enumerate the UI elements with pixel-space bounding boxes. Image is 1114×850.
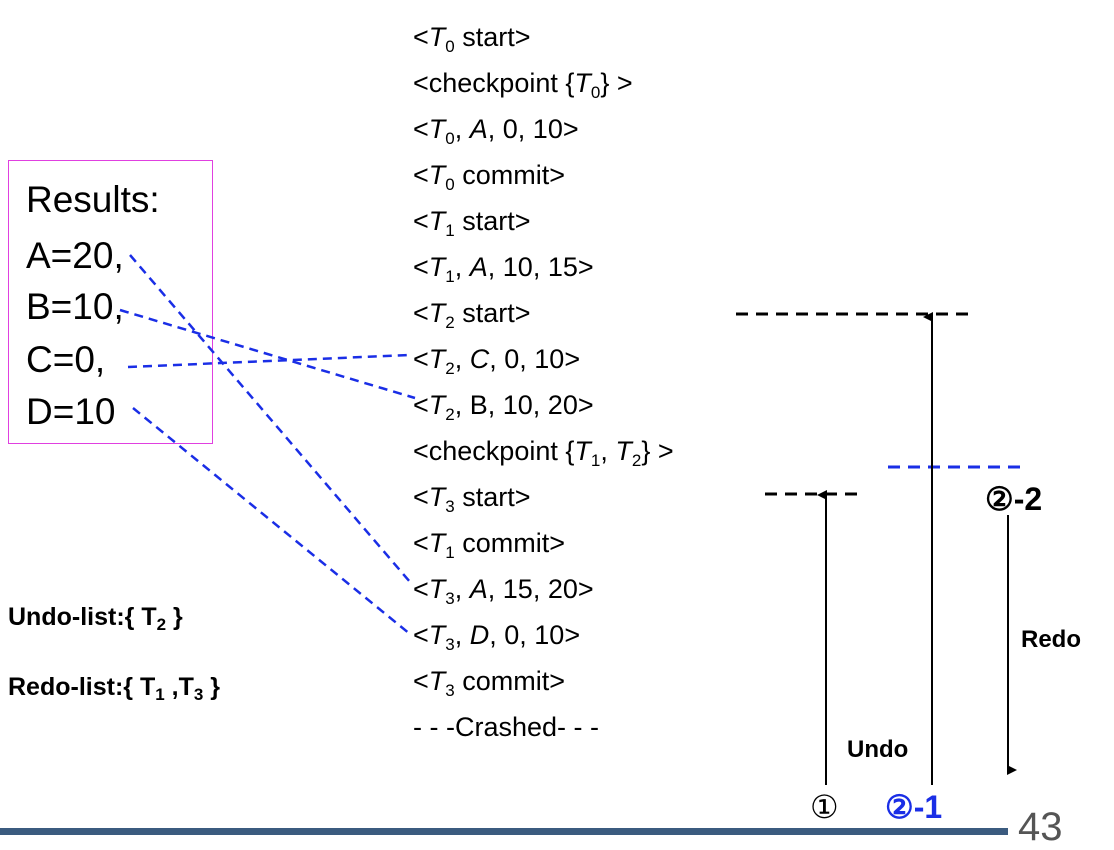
log-record: <T0, A, 0, 10> (413, 114, 579, 148)
results-title: Results: (26, 179, 160, 220)
log-record: <T2 start> (413, 298, 531, 332)
result-a: A=20, (26, 235, 124, 276)
result-c: C=0, (26, 339, 106, 380)
log-record: <T1, A, 10, 15> (413, 252, 594, 286)
step-1-marker: ① (810, 789, 839, 825)
result-d: D=10 (26, 391, 116, 432)
undo-list: Undo-list:{ T2 } (8, 603, 183, 634)
results-box (8, 160, 213, 444)
log-record: <checkpoint {T0} > (413, 68, 633, 102)
link-d-to-t3-d (132, 407, 411, 635)
log-record: <T2, B, 10, 20> (413, 390, 594, 424)
log-record: - - -Crashed- - - (413, 712, 600, 742)
step-2-1-marker: ②-1 (885, 789, 943, 825)
link-b-to-t2-b (119, 308, 416, 400)
step-2-2-marker: ②-2 (985, 481, 1043, 517)
log-record: <T1 commit> (413, 528, 566, 562)
log-record: <T3 commit> (413, 666, 566, 700)
result-b: B=10, (26, 286, 124, 327)
link-a-to-t3-a (129, 254, 411, 583)
redo-list: Redo-list:{ T1 ,T3 } (8, 673, 221, 704)
log-record: <T3, D, 0, 10> (413, 620, 581, 654)
log-record: <T0 start> (413, 22, 531, 56)
log-record: <T2, C, 0, 10> (413, 344, 581, 378)
redo-label: Redo (1021, 626, 1081, 653)
log-record: <checkpoint {T1, T2} > (413, 436, 674, 470)
log-record: <T1 start> (413, 206, 531, 240)
log-record: <T3 start> (413, 482, 531, 516)
undo-label: Undo (847, 736, 909, 763)
footer-bar (0, 828, 1008, 835)
link-c-to-t2-c (127, 353, 411, 369)
log-record: <T3, A, 15, 20> (413, 574, 594, 608)
log-record: <T0 commit> (413, 160, 566, 194)
